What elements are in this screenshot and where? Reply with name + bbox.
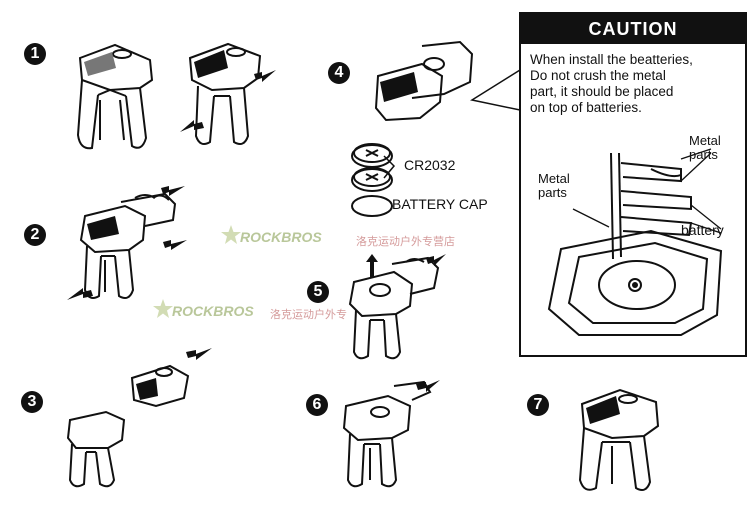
step-1-light-illustration	[76, 43, 154, 150]
metal-parts-right-line-1: Metal	[689, 133, 721, 148]
caution-line-4: on top of batteries.	[530, 100, 642, 115]
step-5-badge: 5	[307, 281, 329, 303]
caution-panel: CAUTION When install the beatteries, Do …	[519, 12, 747, 357]
step-2-badge: 2	[24, 224, 46, 246]
step-2-illustration	[67, 186, 187, 300]
battery-bracket	[383, 155, 396, 179]
caution-title: CAUTION	[521, 14, 745, 44]
battery-detail-label: battery	[681, 222, 724, 238]
metal-parts-left-label: Metal parts	[538, 172, 570, 200]
step-7-badge: 7	[527, 394, 549, 416]
step-3-illustration	[66, 348, 212, 488]
step-3-badge: 3	[21, 391, 43, 413]
step-6-illustration	[342, 380, 440, 488]
caution-line-2: Do not crush the metal	[530, 68, 666, 83]
callout-pointer	[470, 69, 521, 111]
step-4-badge: 4	[328, 62, 350, 84]
caution-line-1: When install the beatteries,	[530, 52, 693, 67]
metal-parts-left-line-1: Metal	[538, 171, 570, 186]
watermark-store-1: 洛克运动户外专营店	[356, 236, 455, 248]
metal-parts-left-line-2: parts	[538, 185, 567, 200]
step-6-badge: 6	[306, 394, 328, 416]
watermark-star-icon	[153, 299, 173, 318]
step-1-module-illustration	[180, 42, 276, 145]
watermark-brand-1: ROCKBROS	[240, 229, 322, 245]
battery-cap-label: BATTERY CAP	[392, 196, 488, 212]
step-7-illustration	[578, 388, 660, 491]
cr2032-label: CR2032	[404, 157, 456, 173]
watermark-store-2: 洛克运动户外专	[270, 309, 347, 321]
metal-parts-right-line-2: parts	[689, 147, 718, 162]
step-1-badge: 1	[24, 43, 46, 65]
battery-compartment-detail	[547, 148, 723, 336]
step-5-illustration	[348, 254, 446, 360]
battery-legend-illustration	[351, 143, 393, 217]
caution-line-3: part, it should be placed	[530, 84, 674, 99]
watermark-star-icon	[221, 225, 241, 244]
metal-parts-right-label: Metal parts	[689, 134, 721, 162]
watermark-brand-2: ROCKBROS	[172, 303, 254, 319]
step-4-illustration	[374, 40, 474, 122]
caution-message: When install the beatteries, Do not crus…	[530, 52, 744, 116]
